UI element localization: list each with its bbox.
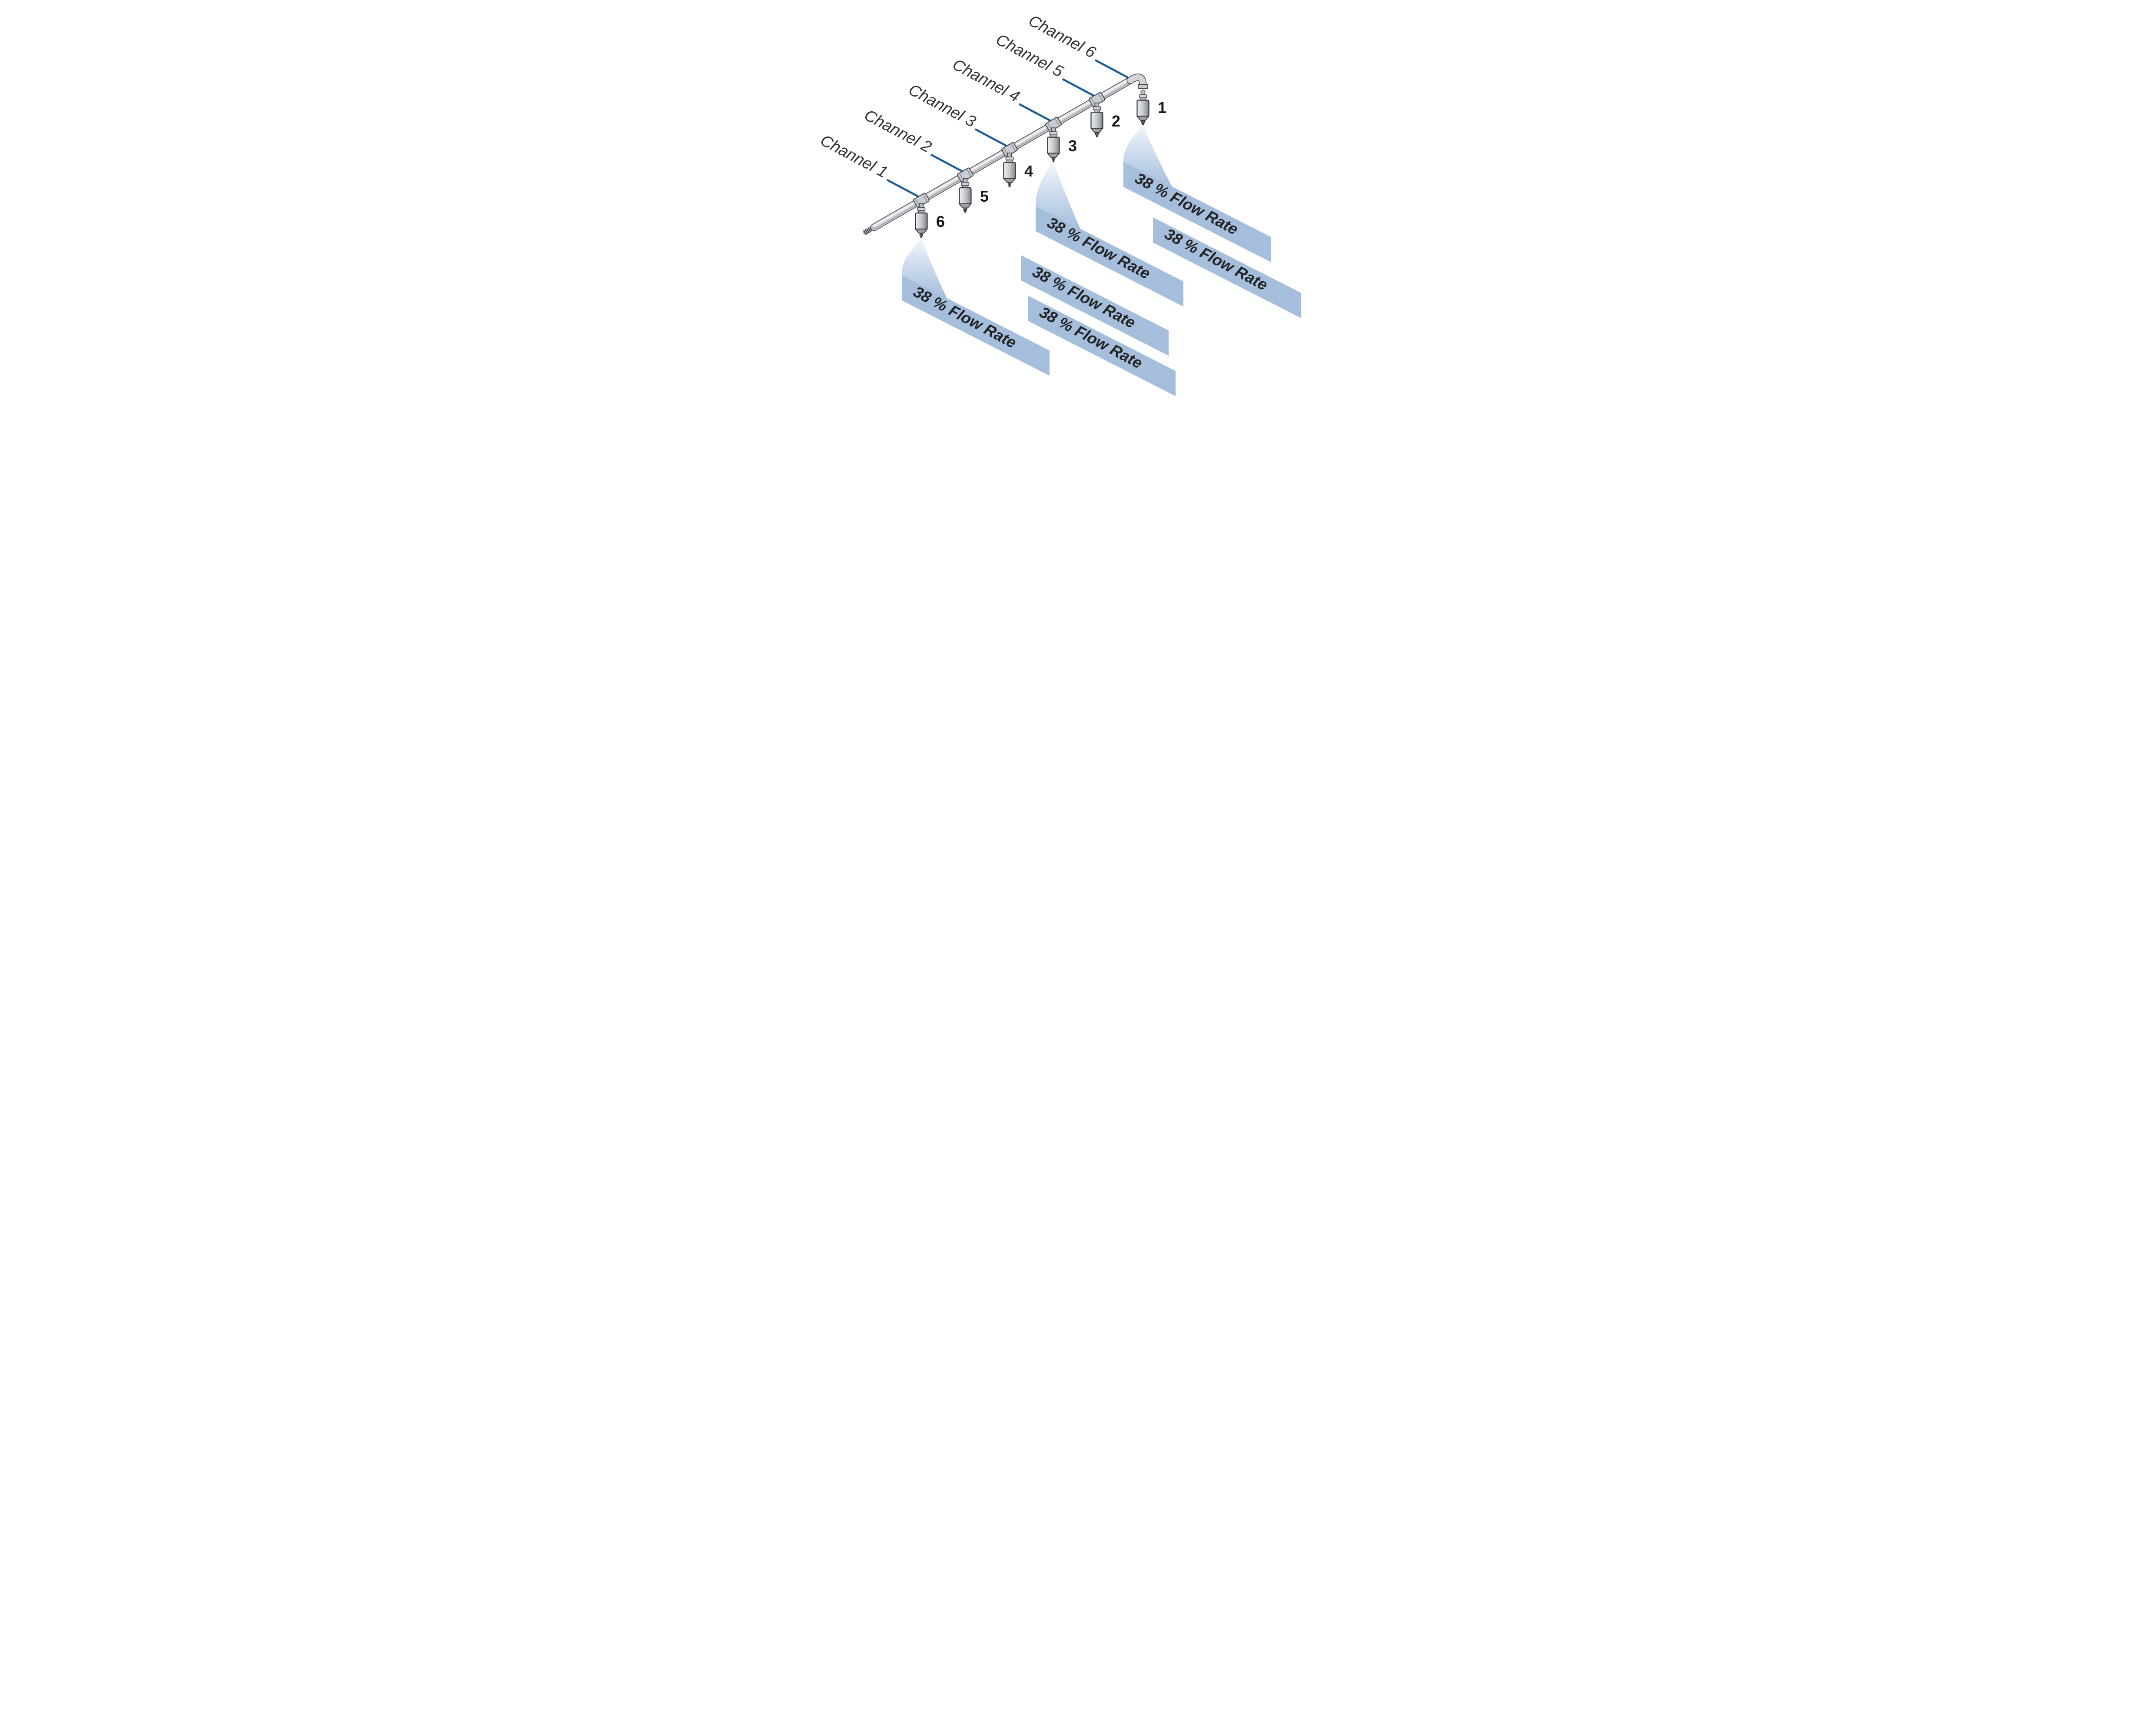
channel-1-leader-line	[886, 179, 920, 198]
channel-5-leader-line	[1062, 78, 1096, 97]
flow-rate-banner-5	[1027, 296, 1176, 396]
channel-leader-lines	[886, 59, 1128, 198]
flow-channels-diagram: 38 % Flow Rate 38 % Flow Rate 38 % Flow …	[817, 11, 1301, 396]
flow-rate-banner-6-text: 38 % Flow Rate	[910, 283, 1020, 352]
nozzle-2	[1090, 102, 1103, 138]
channel-3-label: Channel 3	[906, 80, 979, 131]
banner-tail-6	[901, 237, 947, 298]
channel-4-leader-line	[1018, 103, 1052, 123]
pipe-threaded-end	[862, 226, 874, 235]
nozzle-4-number: 4	[1024, 162, 1033, 180]
flow-rate-banner-6	[901, 275, 1050, 376]
nozzle-6-number: 6	[936, 213, 945, 230]
banner-tail-3	[1035, 162, 1080, 229]
nozzle-3	[1046, 127, 1060, 163]
channel-4-label: Channel 4	[950, 55, 1023, 105]
channel-2-label: Channel 2	[861, 106, 935, 156]
nozzle-6	[914, 203, 928, 239]
nozzle-5	[958, 178, 972, 213]
nozzle-3-number: 3	[1068, 137, 1077, 155]
flow-rate-banner-3	[1035, 206, 1183, 307]
nozzle-1	[1136, 90, 1149, 126]
flow-rate-banner-3-text: 38 % Flow Rate	[1044, 213, 1153, 283]
pipe-elbow	[1126, 73, 1148, 90]
flow-rate-banner-2	[1153, 217, 1301, 318]
diagram-canvas: 38 % Flow Rate 38 % Flow Rate 38 % Flow …	[808, 0, 1348, 430]
channel-6-leader-line	[1094, 59, 1128, 79]
nozzle-4	[1003, 152, 1016, 188]
flow-rate-banners: 38 % Flow Rate 38 % Flow Rate 38 % Flow …	[901, 124, 1301, 396]
channel-1-label: Channel 1	[817, 131, 890, 181]
banner-tail-1	[1123, 124, 1172, 186]
flow-rate-banner-1	[1123, 162, 1271, 263]
channel-2-leader-line	[930, 153, 964, 173]
channel-3-leader-line	[974, 128, 1008, 148]
nozzle-2-number: 2	[1112, 112, 1120, 130]
elbow-outlet-collar	[1137, 84, 1148, 89]
nozzle-numbers: 1 2 3 4 5 6	[936, 99, 1166, 230]
nozzle-1-number: 1	[1158, 99, 1166, 116]
flow-rate-banner-1-text: 38 % Flow Rate	[1132, 169, 1241, 238]
nozzle-5-number: 5	[980, 187, 989, 205]
pipe	[862, 73, 1148, 235]
flow-rate-banner-4	[1020, 255, 1169, 356]
